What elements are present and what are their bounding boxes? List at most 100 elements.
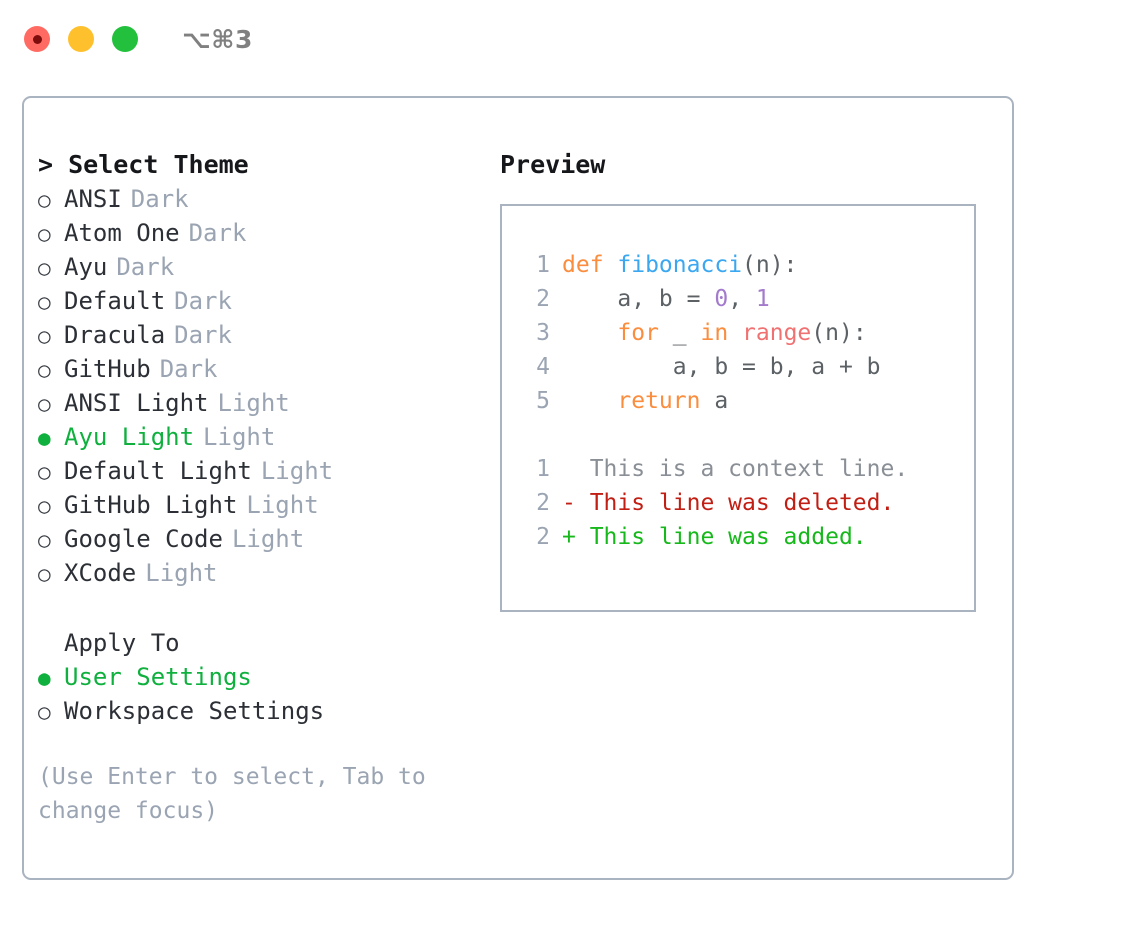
code-token-plain: a, b = (562, 286, 715, 312)
theme-option-label: XCode (64, 559, 137, 587)
code-token-fn: fibonacci (617, 252, 743, 278)
code-token-plain: a (700, 388, 729, 414)
theme-option-ayu[interactable]: ○ Ayu Dark (38, 250, 498, 284)
theme-option-github-light[interactable]: ○ GitHub Light Light (38, 488, 498, 522)
code-line: 1 def fibonacci(n): (516, 248, 974, 282)
theme-option-kind-badge: Dark (174, 321, 232, 349)
line-number: 2 (536, 490, 550, 516)
theme-option-ansi[interactable]: ○ ANSI Dark (38, 182, 498, 216)
line-number: 4 (536, 354, 550, 380)
apply-to-option-user-settings[interactable]: ● User Settings (38, 660, 498, 694)
radio-unselected-icon: ○ (38, 460, 51, 484)
diff-line: 2 + This line was added. (516, 520, 974, 554)
radio-unselected-icon: ○ (38, 494, 51, 518)
radio-unselected-icon: ○ (38, 256, 51, 280)
theme-option-label: Atom One (64, 219, 180, 247)
code-token-kw: for (617, 320, 659, 346)
radio-unselected-icon: ○ (38, 392, 51, 416)
radio-unselected-icon: ○ (38, 222, 51, 246)
theme-option-kind-badge: Dark (130, 185, 189, 213)
apply-to-section: Apply To ● User Settings ○ Workspace Settin… (38, 626, 498, 728)
theme-option-kind-badge: Dark (188, 219, 247, 247)
theme-option-label: GitHub Light (64, 491, 238, 519)
theme-option-github[interactable]: ○ GitHub Dark (38, 352, 498, 386)
line-number: 2 (536, 524, 550, 550)
preview-heading: Preview (500, 150, 606, 179)
code-line-text: def fibonacci(n): (562, 248, 797, 282)
apply-to-option-label: User Settings (64, 663, 252, 691)
diff-line: 2 - This line was deleted. (516, 486, 974, 520)
code-token-plain: _ (658, 320, 701, 346)
radio-unselected-icon: ○ (38, 528, 51, 552)
close-button[interactable] (24, 26, 50, 52)
theme-option-label: ANSI (64, 185, 122, 213)
code-line: 3 for _ in range(n): (516, 316, 974, 350)
theme-option-kind-badge: Dark (116, 253, 175, 281)
code-line: 2 a, b = 0, 1 (516, 282, 974, 316)
title-bar: ⌥⌘3 (0, 0, 1140, 78)
theme-option-label: Default (64, 287, 166, 315)
line-number: 1 (536, 456, 550, 482)
theme-option-label: Google Code (64, 525, 223, 553)
line-number: 2 (536, 286, 550, 312)
code-token-kw: in (700, 320, 729, 346)
code-line-text: return a (562, 384, 728, 418)
code-token-plain (562, 320, 617, 346)
code-line: 4 a, b = b, a + b (516, 350, 974, 384)
theme-option-kind-badge: Light (260, 457, 334, 485)
radio-unselected-icon: ○ (38, 290, 51, 314)
apply-to-option-workspace-settings[interactable]: ○ Workspace Settings (38, 694, 498, 728)
code-line-text: for _ in range(n): (562, 316, 867, 350)
code-token-num: 1 (755, 286, 770, 312)
theme-option-kind-badge: Light (145, 559, 218, 587)
theme-option-default-light[interactable]: ○ Default Light Light (38, 454, 498, 488)
zoom-button[interactable] (112, 26, 138, 52)
radio-unselected-icon: ○ (38, 188, 51, 212)
keyboard-hint-text: (Use Enter to select, Tab to change focu… (38, 764, 426, 824)
radio-unselected-icon: ○ (38, 324, 51, 348)
theme-option-kind-badge: Light (203, 423, 276, 451)
apply-to-heading: Apply To (64, 629, 180, 657)
minimize-button[interactable] (68, 26, 94, 52)
theme-option-google-code[interactable]: ○ Google Code Light (38, 522, 498, 556)
code-token-plain: a, b = b, a + b (562, 354, 881, 380)
theme-option-atom-one[interactable]: ○ Atom One Dark (38, 216, 498, 250)
code-token-plain (728, 320, 742, 346)
radio-selected-icon: ● (38, 666, 51, 690)
radio-unselected-icon: ○ (38, 700, 51, 724)
apply-to-option-label: Workspace Settings (64, 697, 325, 725)
code-token-btin: range (742, 320, 812, 346)
theme-option-kind-badge: Light (231, 525, 305, 553)
radio-unselected-icon: ○ (38, 358, 51, 382)
diff-line-text: This is a context line. (562, 456, 909, 482)
diff-line: 1 This is a context line. (516, 452, 974, 486)
theme-option-label: Default Light (64, 457, 252, 485)
code-token-num: 0 (714, 286, 729, 312)
window-controls (24, 26, 138, 52)
theme-option-label: GitHub (64, 355, 151, 383)
code-token-plain: (n): (811, 320, 867, 346)
theme-option-label: Ayu (64, 253, 108, 281)
diff-line-text: - This line was deleted. (562, 490, 895, 516)
line-number: 1 (536, 252, 550, 278)
radio-selected-icon: ● (38, 426, 51, 450)
diff-sample: 1 This is a context line. 2 - This line wa… (516, 452, 974, 554)
code-token-plain (562, 388, 617, 414)
diff-line-text: + This line was added. (562, 524, 867, 550)
theme-option-kind-badge: Light (217, 389, 290, 417)
theme-option-kind-badge: Light (246, 491, 319, 519)
code-token-plain: , (728, 286, 756, 312)
theme-option-kind-badge: Dark (159, 355, 218, 383)
code-line-text: a, b = b, a + b (562, 350, 881, 384)
